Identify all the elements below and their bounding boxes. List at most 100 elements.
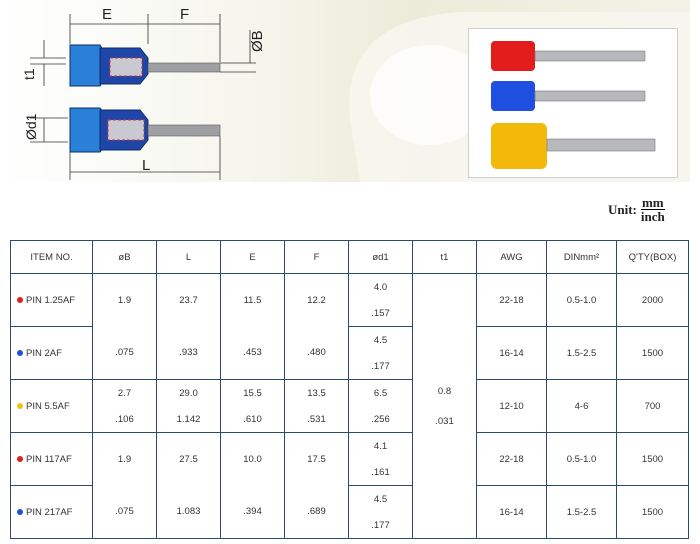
din-cell: 4-6: [546, 379, 617, 433]
d1-mm: 4.5: [373, 493, 388, 505]
f-mm: 13.5: [307, 387, 326, 399]
d1-mm: 4.0: [373, 281, 388, 293]
product-banner: E F ØB t1 Ød1 L: [0, 0, 690, 182]
color-dot-icon: [17, 402, 23, 409]
e-inch: .394: [243, 506, 262, 517]
t1-cell: 0.8 .031: [412, 273, 477, 539]
d1-cell: 4.5 .177: [348, 326, 413, 380]
item-name: PIN 117AF: [26, 453, 72, 465]
f-cell: 13.5 .531: [284, 379, 349, 433]
color-dot-icon: [17, 349, 23, 356]
color-dot-icon: [17, 508, 23, 515]
e-mm: 10.0: [243, 454, 262, 465]
f-cell: 17.5 .689: [284, 432, 349, 539]
f-cell: 12.2 .480: [284, 273, 349, 380]
e-mm: 15.5: [243, 387, 262, 399]
l-mm: 23.7: [179, 295, 198, 306]
table-row: PIN 1.25AF 1.9 .075 23.7.933 11.5 .453 12.…: [10, 273, 689, 539]
din-cell: 1.5-2.5: [546, 326, 617, 380]
dim-l-label: L: [142, 157, 150, 174]
item-cell: PIN 5.5AF: [10, 379, 93, 433]
f-inch: .689: [307, 506, 326, 517]
t1-inch: .031: [435, 415, 454, 427]
item-name: PIN 217AF: [26, 506, 73, 518]
b-mm: 1.9: [117, 295, 132, 306]
item-name: PIN 5.5AF: [26, 400, 70, 412]
e-cell: 15.5 .610: [220, 379, 285, 433]
e-cell: 11.5 .453: [220, 273, 285, 380]
d1-cell: 4.0.157: [348, 273, 413, 327]
unit-legend: Unit: mm inch: [608, 196, 665, 223]
awg-cell: 22-18: [476, 432, 547, 486]
qty-cell: 1500: [616, 485, 689, 539]
d1-mm: 4.1: [373, 440, 388, 452]
d1-mm: 4.5: [373, 334, 388, 346]
header-t1: t1: [412, 240, 477, 274]
qty-cell: 2000: [616, 273, 689, 327]
product-photo: [468, 28, 678, 178]
dim-e-label: E: [102, 6, 112, 23]
unit-fraction: mm inch: [641, 196, 665, 223]
f-inch: .531: [307, 413, 326, 425]
awg-cell: 12-10: [476, 379, 547, 433]
table-row: PIN 5.5AF 2.7.106 29.0 1.142 15.5 .610 13.…: [10, 379, 689, 433]
header-din: DINmm²: [546, 240, 617, 274]
unit-mm: mm: [640, 195, 665, 210]
awg-cell: 16-14: [476, 485, 547, 539]
e-inch: .453: [243, 347, 262, 358]
b-cell: 1.9 .075: [92, 432, 157, 539]
b-cell: 2.7.106: [92, 379, 157, 433]
item-name: PIN 2AF: [26, 347, 62, 359]
b-inch: .075: [115, 506, 134, 517]
dim-d1-label: Ød1: [23, 113, 39, 140]
f-mm: 17.5: [307, 454, 326, 465]
f-inch: .480: [307, 347, 326, 358]
e-cell: 10.0 .394: [220, 432, 285, 539]
terminal-top-view: [69, 44, 221, 87]
d1-mm: 6.5: [373, 387, 388, 399]
d1-cell: 4.1 .161: [348, 432, 413, 486]
item-cell: PIN 1.25AF: [10, 273, 93, 327]
t1-mm: 0.8: [437, 385, 452, 397]
specification-table: ITEM NO. øB L E F ød1 t1 AWG DINmm² Q'TY…: [10, 240, 689, 539]
qty-cell: 1500: [616, 326, 689, 380]
qty-cell: 700: [616, 379, 689, 433]
din-cell: 1.5-2.5: [546, 485, 617, 539]
header-f: F: [284, 240, 349, 274]
d1-inch: .256: [371, 413, 390, 425]
item-cell: PIN 217AF: [10, 485, 93, 539]
qty-cell: 1500: [616, 432, 689, 486]
e-inch: .610: [243, 413, 262, 425]
din-cell: 0.5-1.0: [546, 273, 617, 327]
table-row: PIN 2AF 4.5 .177 16-14 1.5-2.5 1500: [10, 326, 689, 380]
l-cell: 23.7.933: [156, 273, 221, 380]
d1-inch: .161: [371, 466, 390, 478]
color-dot-icon: [17, 296, 23, 303]
unit-label: Unit:: [608, 201, 637, 217]
table-header-row: ITEM NO. øB L E F ød1 t1 AWG DINmm² Q'TY…: [10, 240, 689, 274]
header-l: L: [156, 240, 221, 274]
d1-inch: .177: [371, 519, 390, 531]
terminal-side-view: [69, 107, 221, 153]
b-inch: .075: [115, 347, 134, 358]
header-e: E: [220, 240, 285, 274]
d1-cell: 4.5 .177: [348, 485, 413, 539]
header-qty: Q'TY(BOX): [616, 240, 689, 274]
d1-inch: .177: [371, 360, 390, 372]
l-mm: 29.0: [179, 387, 198, 399]
l-inch: 1.142: [176, 413, 201, 425]
b-mm: 1.9: [117, 454, 132, 465]
f-mm: 12.2: [307, 295, 326, 306]
unit-inch: inch: [640, 209, 665, 224]
color-dot-icon: [17, 455, 23, 462]
awg-cell: 16-14: [476, 326, 547, 380]
table-row: PIN 217AF 4.5 .177 16-14 1.5-2.5 1500: [10, 485, 689, 539]
e-mm: 11.5: [243, 295, 262, 306]
header-item-no: ITEM NO.: [10, 240, 93, 274]
l-mm: 27.5: [179, 454, 198, 465]
awg-cell: 22-18: [476, 273, 547, 327]
dim-b-label: ØB: [249, 30, 266, 52]
item-cell: PIN 117AF: [10, 432, 93, 486]
